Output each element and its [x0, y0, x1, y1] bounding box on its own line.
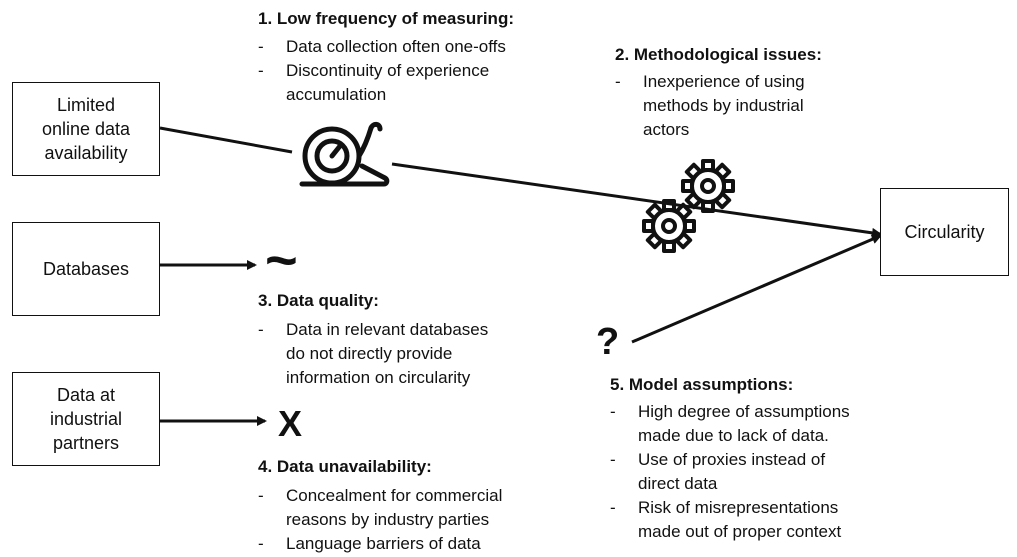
- tilde-symbol: ~: [265, 228, 298, 291]
- list-item-continuation: made due to lack of data.: [638, 426, 829, 445]
- list-item-continuation: do not directly provide: [286, 344, 453, 363]
- arrow-snail-to-circularity: [391, 162, 882, 238]
- box-databases: Databases: [12, 222, 160, 316]
- issue-5-list: High degree of assumptions made due to l…: [610, 400, 850, 544]
- box-line: partners: [52, 433, 120, 453]
- box-line: Data at: [56, 385, 116, 405]
- list-item-continuation: made out of proper context: [638, 522, 842, 541]
- list-item: Use of proxies instead of: [610, 448, 850, 472]
- issue-4-heading: 4. Data unavailability:: [258, 457, 432, 476]
- issue-4-list: Concealment for commercial reasons by in…: [258, 484, 502, 556]
- box-line: online data: [41, 119, 131, 139]
- box-line: Databases: [42, 259, 130, 279]
- issue-3-heading: 3. Data quality:: [258, 291, 379, 310]
- list-item: Data collection often one-offs: [258, 35, 506, 59]
- list-item: Risk of misrepresentations: [610, 496, 850, 520]
- issue-5-heading: 5. Model assumptions:: [610, 375, 794, 394]
- list-item: Inexperience of using: [615, 70, 805, 94]
- gears-icon: [642, 159, 735, 253]
- list-item: Data in relevant databases: [258, 318, 488, 342]
- box-industrial-partners: Data at industrial partners: [12, 372, 160, 466]
- box-online-data: Limited online data availability: [12, 82, 160, 176]
- box-line: availability: [44, 143, 128, 163]
- issue-2-heading: 2. Methodological issues:: [615, 45, 822, 64]
- cross-symbol: X: [278, 403, 303, 444]
- box-line: industrial: [49, 409, 123, 429]
- issue-1-list: Data collection often one-offs Discontin…: [258, 35, 506, 107]
- box-circularity: Circularity: [880, 188, 1009, 276]
- line-online-to-snail: [159, 126, 293, 154]
- list-item-continuation: methods by industrial: [643, 96, 804, 115]
- issue-2-list: Inexperience of using methods by industr…: [615, 70, 805, 142]
- list-item: High degree of assumptions: [610, 400, 850, 424]
- box-line: Limited: [56, 95, 115, 115]
- list-item: Discontinuity of experience: [258, 59, 506, 83]
- arrow-question-to-circularity: [631, 234, 882, 344]
- box-line: Circularity: [904, 222, 985, 242]
- list-item-continuation: accumulation: [286, 85, 387, 104]
- issue-1-heading: 1. Low frequency of measuring:: [258, 9, 514, 28]
- snail-icon: [299, 121, 390, 187]
- question-symbol: ?: [596, 321, 620, 363]
- issue-3-list: Data in relevant databases do not direct…: [258, 318, 488, 390]
- list-item: Language barriers of data: [258, 532, 502, 556]
- list-item: Concealment for commercial: [258, 484, 502, 508]
- list-item-continuation: reasons by industry parties: [286, 510, 490, 529]
- list-item-continuation: actors: [643, 120, 690, 139]
- list-item-continuation: information on circularity: [286, 368, 471, 387]
- list-item-continuation: direct data: [638, 474, 718, 493]
